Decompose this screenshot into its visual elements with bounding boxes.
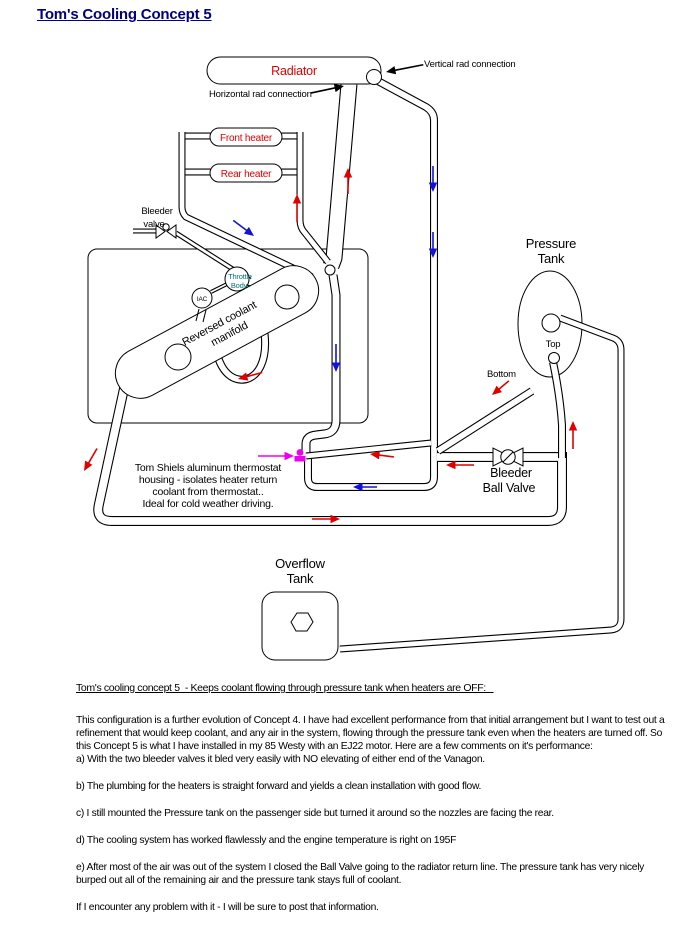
front-heater-body (209, 127, 283, 147)
overflow-tank-label-line1: Overflow (275, 556, 326, 571)
flow-arrow-engine-feed-down (331, 344, 341, 372)
pipe-pressure-tank-bottom-hose-inner (436, 388, 534, 454)
coolant-manifold-body (114, 265, 320, 399)
paragraph-c: c) I still mounted the Pressure tank on … (76, 808, 554, 819)
vertical-rad-connection-label: Vertical rad connection (424, 59, 516, 70)
flow-arrow-return-left (353, 482, 377, 492)
thermostat-housing-body (294, 456, 306, 462)
bleeder-valve-label-line1: Bleeder (141, 206, 172, 217)
pipe-heater-return-diagonal-inner (179, 132, 314, 280)
pressure-tank-top-label: Top (546, 339, 561, 350)
pipe-radiator-horizontal-connection-inner (324, 83, 357, 269)
flow-arrow-riser-up (568, 421, 578, 449)
page-title: Tom's Cooling Concept 5 (37, 6, 212, 23)
pointer-arrow-vertical-rad (386, 63, 424, 75)
pipe-pressure-tank-top-hose-inner (550, 361, 565, 458)
bleeder-valve-icon (155, 224, 177, 239)
pipe-radiator-vertical-return-inner (305, 77, 437, 490)
throttle-body-circle (224, 266, 250, 292)
manifold-port-upper (274, 284, 300, 310)
bleeder-valve-ball (162, 223, 170, 231)
horizontal-rad-connection-label: Horizontal rad connection (209, 89, 312, 100)
flow-arrow-rad-return-down-2 (428, 232, 438, 258)
pressure-tank-label-line2: Tank (538, 251, 565, 266)
thermostat-note-line4: Ideal for cold weather driving. (143, 498, 274, 510)
flow-arrow-heater-return-down (232, 219, 254, 236)
pressure-tank-label-line1: Pressure (526, 236, 576, 251)
thermostat-note-line1: Tom Shiels aluminum thermostat (135, 462, 282, 474)
paragraph-intro: This configuration is a further evolutio… (76, 715, 665, 765)
flow-arrow-rad-supply-up (343, 168, 353, 194)
pipe-engine-inner-feed-inner (302, 274, 340, 452)
flow-arrow-bottom-pipe-right (312, 514, 340, 524)
bleeder-valve-label-line2: valve (143, 219, 164, 230)
thermostat-note-line2: housing - isolates heater return (139, 474, 278, 486)
manifold-inlet-junction (324, 264, 336, 276)
paragraph-d: d) The cooling system has worked flawles… (76, 835, 457, 846)
pipe-engine-outlet-bottom-run-inner (94, 383, 566, 525)
flow-arrow-bottom-hose-down (492, 380, 510, 395)
flow-arrow-engine-outlet-down (84, 448, 98, 471)
manifold-port-lower (164, 343, 192, 371)
ball-valve-label-line2: Ball Valve (483, 481, 536, 495)
throttle-body-label-line1: Throttle (228, 272, 252, 281)
ball-valve-handle (502, 451, 514, 463)
overflow-tank-cap (290, 612, 314, 632)
iac-leg-right (202, 309, 207, 323)
iac-label: IAC (197, 296, 208, 303)
rear-heater-body (209, 163, 283, 183)
notes-section: Tom's cooling concept 5 - Keeps coolant … (76, 682, 668, 928)
rear-heater-label: Rear heater (221, 169, 272, 180)
radiator-body (206, 56, 382, 85)
pipe-heater-supply-riser-inner (297, 132, 330, 264)
pressure-tank-center-nozzle (541, 313, 561, 333)
thermostat-note-line3: coolant from thermostat.. (152, 486, 263, 498)
flow-arrow-heater-riser-up (292, 194, 302, 222)
notes-paragraphs: This configuration is a further evolutio… (76, 714, 668, 914)
front-heater-label: Front heater (220, 133, 273, 144)
pressure-tank-bottom-label: Bottom (487, 369, 516, 380)
pipe-iac-to-throttle-inner (210, 283, 228, 293)
pipe-pressure-to-overflow-loop-inner (339, 315, 624, 652)
ball-valve-label-line1: Bleeder (490, 466, 532, 480)
throttle-body-label-line2: Body (231, 281, 248, 290)
pointer-arrow-horizontal-rad (310, 83, 344, 94)
paragraph-closing: If I encounter any problem with it - I w… (76, 902, 379, 913)
iac-circle (191, 287, 213, 309)
radiator-vertical-connection-port (366, 69, 382, 85)
flow-arrow-ballvalve-left (446, 460, 474, 470)
pipe-thermostat-housing-feed-inner (305, 440, 432, 459)
paragraph-b: b) The plumbing for the heaters is strai… (76, 781, 482, 792)
paragraph-e: e) After most of the air was out of the … (76, 862, 645, 886)
overflow-tank-label-line2: Tank (287, 571, 314, 586)
cooling-system-diagram: Reversed coolant manifold Radiator Verti… (84, 56, 625, 661)
pressure-tank-top-nozzle (548, 352, 560, 364)
pointer-arrow-thermostat-housing (258, 451, 294, 461)
flow-arrow-u-hose-left (238, 371, 263, 381)
thermostat-housing-ball (296, 449, 304, 456)
radiator-label: Radiator (271, 64, 317, 78)
notes-heading: Tom's cooling concept 5 - Keeps coolant … (76, 682, 494, 694)
iac-leg-left (195, 308, 200, 322)
flow-arrow-thermostat-left (370, 450, 394, 460)
flow-arrow-rad-return-down-1 (428, 166, 438, 192)
